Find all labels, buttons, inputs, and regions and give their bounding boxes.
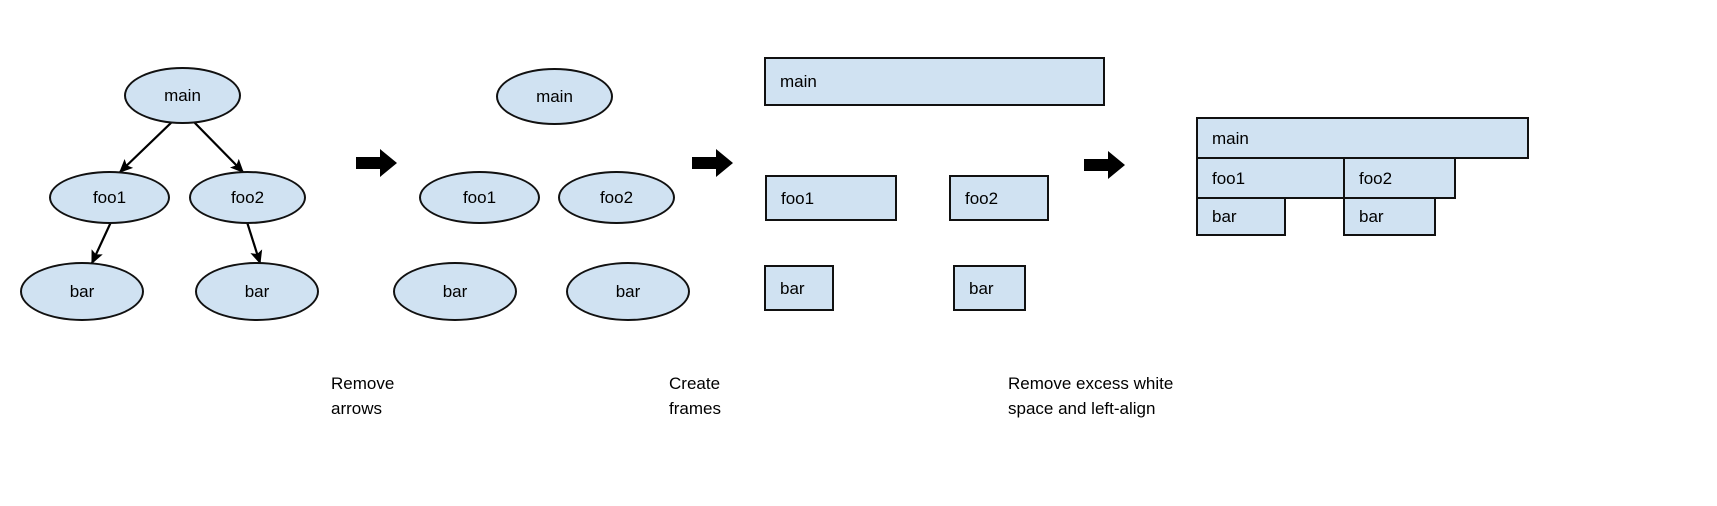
frame-label: foo2 bbox=[1359, 168, 1393, 188]
edge-foo2-bar bbox=[245, 221, 263, 265]
node-foo2[interactable]: foo2 bbox=[949, 175, 1049, 221]
node-foo1[interactable]: foo1 bbox=[765, 175, 897, 221]
node-label: bar bbox=[69, 282, 95, 301]
frame-foo2[interactable]: foo2 bbox=[1343, 157, 1456, 199]
node-foo1[interactable]: foo1 bbox=[49, 171, 170, 224]
node-label: foo1 bbox=[92, 188, 127, 207]
caption-remove-whitespace: Remove excess white space and left-align bbox=[1008, 374, 1174, 418]
node-foo2[interactable]: foo2 bbox=[558, 171, 675, 224]
node-main[interactable]: main bbox=[496, 68, 613, 125]
node-label: bar bbox=[969, 278, 994, 298]
frame-main[interactable]: main bbox=[1196, 117, 1529, 159]
caption-create-frames: Create frames bbox=[669, 374, 721, 418]
node-label: bar bbox=[780, 278, 805, 298]
node-bar-right[interactable]: bar bbox=[566, 262, 690, 321]
right-arrow-icon bbox=[1084, 151, 1125, 179]
right-arrow-icon bbox=[692, 149, 733, 177]
node-main[interactable]: main bbox=[124, 67, 241, 124]
edge-main-foo2 bbox=[191, 119, 244, 173]
step-arrow-2 bbox=[692, 148, 734, 183]
node-bar-left[interactable]: bar bbox=[764, 265, 834, 311]
node-foo2[interactable]: foo2 bbox=[189, 171, 306, 224]
node-label: main bbox=[164, 86, 201, 105]
edge-main-foo1 bbox=[119, 119, 175, 173]
node-label: bar bbox=[442, 282, 468, 301]
caption-remove-arrows: Remove arrows bbox=[331, 374, 395, 418]
node-bar-left[interactable]: bar bbox=[393, 262, 517, 321]
node-label: foo2 bbox=[965, 188, 999, 208]
node-label: foo1 bbox=[781, 188, 815, 208]
node-label: bar bbox=[615, 282, 641, 301]
frame-label: bar bbox=[1212, 207, 1237, 226]
edge-foo1-bar bbox=[91, 221, 112, 265]
node-foo1[interactable]: foo1 bbox=[419, 171, 540, 224]
node-label: foo1 bbox=[462, 188, 497, 207]
node-bar-right[interactable]: bar bbox=[195, 262, 319, 321]
step-arrow-3 bbox=[1084, 150, 1126, 185]
node-label: main bbox=[780, 72, 817, 91]
node-label: foo2 bbox=[230, 188, 265, 207]
node-main[interactable]: main bbox=[764, 57, 1105, 106]
step-arrow-1 bbox=[356, 148, 398, 183]
node-label: main bbox=[536, 87, 573, 106]
frame-label: main bbox=[1212, 128, 1249, 148]
node-bar-left[interactable]: bar bbox=[20, 262, 144, 321]
node-bar-right[interactable]: bar bbox=[953, 265, 1026, 311]
frame-label: foo1 bbox=[1212, 168, 1246, 188]
frame-foo1[interactable]: foo1 bbox=[1196, 157, 1345, 199]
node-label: bar bbox=[244, 282, 270, 301]
frame-bar-left[interactable]: bar bbox=[1196, 197, 1286, 236]
frame-label: bar bbox=[1359, 207, 1384, 226]
frame-bar-right[interactable]: bar bbox=[1343, 197, 1436, 236]
right-arrow-icon bbox=[356, 149, 397, 177]
node-label: foo2 bbox=[599, 188, 634, 207]
